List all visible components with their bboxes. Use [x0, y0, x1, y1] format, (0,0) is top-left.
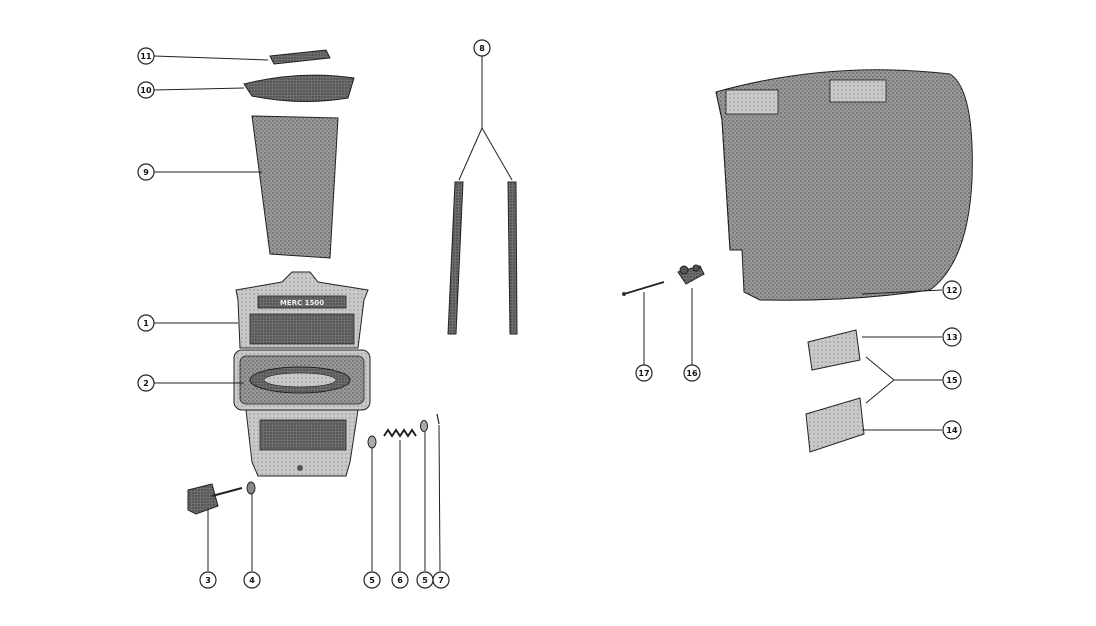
callout-10: 10 [137, 81, 155, 99]
callout-5a: 5 [363, 571, 381, 589]
emblem-text: MERC 1500 [280, 299, 324, 307]
callout-13: 13 [942, 327, 962, 347]
callout-6: 6 [391, 571, 409, 589]
callout-4-label: 4 [249, 576, 255, 585]
callout-14: 14 [942, 420, 962, 440]
part-16-bolt-cluster [677, 264, 705, 285]
part-1-top-housing: MERC 1500 [235, 271, 369, 349]
callout-11: 11 [137, 47, 155, 65]
callout-5b-label: 5 [422, 576, 428, 585]
callout-14-label: 14 [946, 426, 958, 435]
callout-1-label: 1 [143, 319, 149, 328]
callout-12: 12 [942, 280, 962, 300]
callout-9-label: 9 [143, 168, 149, 177]
callout-4: 4 [243, 571, 261, 589]
part-7-pin [436, 413, 440, 425]
callout-12-label: 12 [946, 286, 957, 295]
callout-15: 15 [942, 370, 962, 390]
callout-11-label: 11 [140, 52, 152, 61]
callout-2-label: 2 [143, 379, 149, 388]
part-3-knob [187, 483, 243, 515]
part-8-strips [447, 181, 518, 335]
part-4-nut [246, 481, 256, 495]
callout-3: 3 [199, 571, 217, 589]
callout-5b: 5 [416, 571, 434, 589]
callout-7-label: 7 [438, 576, 444, 585]
part-5-washer-b [420, 420, 428, 432]
callout-13-label: 13 [946, 333, 957, 342]
callout-6-label: 6 [397, 576, 403, 585]
callout-16: 16 [683, 364, 701, 382]
part-14-plate [805, 397, 865, 453]
leader-lines [153, 55, 943, 572]
callout-3-label: 3 [205, 576, 211, 585]
part-5-washer-a [367, 435, 377, 449]
part-2-main-housing [233, 349, 371, 411]
part-6-spring [383, 428, 417, 438]
callout-16-label: 16 [686, 369, 698, 378]
callout-9: 9 [137, 163, 155, 181]
callout-2: 2 [137, 374, 155, 392]
callout-10-label: 10 [140, 86, 152, 95]
part-17-rod [622, 281, 665, 296]
callout-8: 8 [473, 39, 491, 57]
part-12-cowl-shell [715, 69, 973, 301]
callout-7: 7 [432, 571, 450, 589]
callout-8-label: 8 [479, 44, 485, 53]
part-10-curved-trim [243, 74, 355, 103]
callout-1: 1 [137, 314, 155, 332]
part-11-top-cap [269, 49, 331, 65]
lower-housing [245, 409, 359, 477]
part-13-plate [807, 329, 861, 371]
callout-17: 17 [635, 364, 653, 382]
callout-17-label: 17 [638, 369, 649, 378]
callout-5a-label: 5 [369, 576, 375, 585]
callout-15-label: 15 [946, 376, 958, 385]
part-9-tapered-panel [251, 115, 339, 259]
